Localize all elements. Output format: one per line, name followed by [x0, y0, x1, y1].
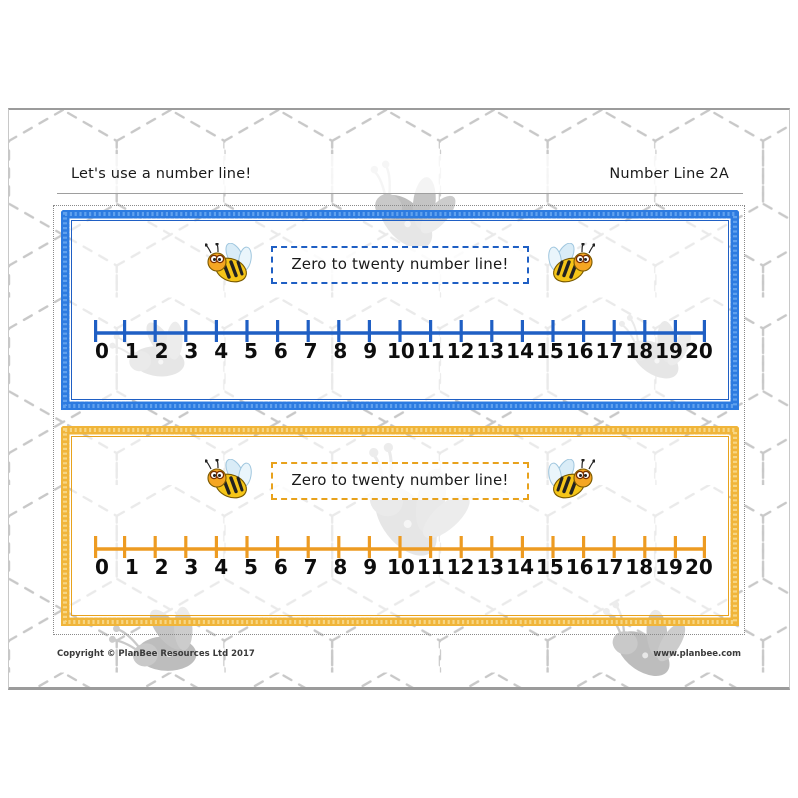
number-label: 14 [506, 555, 534, 579]
number-label: 14 [506, 339, 534, 363]
number-label: 10 [386, 339, 415, 363]
orange-title-text: Zero to twenty number line! [291, 471, 509, 489]
number-label: 13 [476, 339, 505, 363]
orange-title-box: Zero to twenty number line! [271, 462, 529, 500]
number-label: 0 [95, 339, 109, 363]
number-label: 9 [363, 555, 378, 579]
number-label: 1 [124, 339, 139, 363]
number-label: 18 [625, 555, 654, 579]
number-label: 7 [303, 339, 318, 363]
number-label: 2 [154, 555, 169, 579]
orange-title-row: Zero to twenty number line! [72, 453, 728, 509]
orange-axis [94, 536, 706, 558]
blue-title-row: Zero to twenty number line! [72, 237, 728, 293]
number-label: 19 [655, 555, 683, 579]
number-label: 15 [535, 339, 564, 363]
bee-icon [547, 243, 595, 283]
number-label: 15 [535, 555, 564, 579]
blue-axis [94, 320, 706, 342]
number-line-card-blue[interactable]: Zero to twenty number line! [61, 210, 739, 410]
number-label: 20 [684, 339, 713, 363]
cards-dotted-frame [53, 205, 745, 635]
number-label: 1 [124, 555, 139, 579]
website-link[interactable]: www.planbee.com [653, 649, 741, 659]
page-title-left: Let's use a number line! [71, 165, 252, 182]
number-label: 18 [625, 339, 654, 363]
copyright-text: Copyright © PlanBee Resources Ltd 2017 [57, 649, 255, 659]
number-label: 5 [244, 339, 258, 363]
bee-icon [205, 243, 253, 283]
blue-title-box: Zero to twenty number line! [271, 246, 529, 284]
number-label: 5 [244, 555, 258, 579]
bee-icon [547, 459, 595, 499]
number-label: 19 [655, 339, 683, 363]
page-title-right: Number Line 2A [609, 165, 729, 182]
number-label: 11 [416, 555, 445, 579]
number-label: 12 [446, 555, 475, 579]
number-label: 9 [363, 339, 378, 363]
number-line-card-orange[interactable]: Zero to twenty number line! [61, 426, 739, 626]
number-label: 10 [386, 555, 415, 579]
number-label: 3 [184, 555, 199, 579]
number-label: 4 [214, 339, 229, 363]
number-label: 2 [154, 339, 169, 363]
number-label: 3 [184, 339, 199, 363]
page-footer: Copyright © PlanBee Resources Ltd 2017 w… [57, 644, 741, 664]
number-label: 11 [416, 339, 445, 363]
number-label: 4 [214, 555, 229, 579]
bee-icon [205, 459, 253, 499]
number-label: 16 [565, 555, 594, 579]
number-label: 20 [684, 555, 713, 579]
number-label: 17 [595, 339, 624, 363]
number-label: 17 [595, 555, 624, 579]
blue-card-inner: Zero to twenty number line! [71, 220, 729, 400]
number-label: 12 [446, 339, 475, 363]
number-label: 13 [476, 555, 505, 579]
blue-title-text: Zero to twenty number line! [291, 255, 509, 273]
number-label: 6 [273, 555, 288, 579]
orange-card-inner: Zero to twenty number line! [71, 436, 729, 616]
number-label: 7 [303, 555, 318, 579]
number-label: 0 [95, 555, 109, 579]
number-label: 16 [565, 339, 594, 363]
page-header: Let's use a number line! Number Line 2A [57, 154, 743, 194]
worksheet-page: Let's use a number line! Number Line 2A [8, 108, 790, 690]
number-label: 8 [333, 339, 348, 363]
number-label: 6 [273, 339, 288, 363]
number-label: 8 [333, 555, 348, 579]
